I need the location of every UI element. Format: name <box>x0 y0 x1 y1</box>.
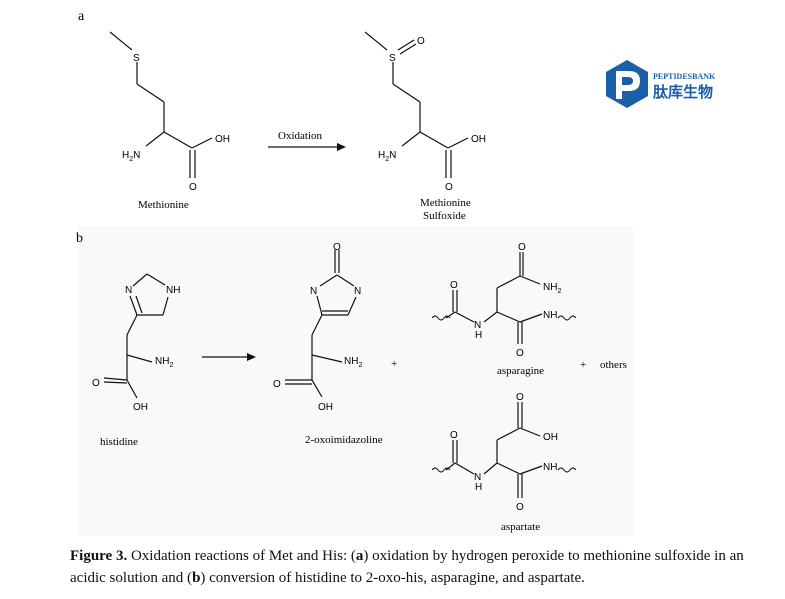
met-carbonyl-oxygen: O <box>189 182 197 193</box>
met-amine: H2N <box>122 150 140 163</box>
peptidesbank-logo: PEPTIDESBANK 肽库生物 <box>606 60 716 108</box>
logo-brand-text: PEPTIDESBANK <box>653 72 716 81</box>
asn-sidechain-nh2: NH2 <box>543 282 561 295</box>
panel-label-b: b <box>76 231 83 246</box>
asp-amide-h: H <box>475 482 482 493</box>
caption-text-3: ) conversion of histidine to 2-oxo-his, … <box>200 570 585 586</box>
metso-amine: H2N <box>378 150 396 163</box>
metso-sulfur-atom: S <box>389 53 396 64</box>
oxo-hydroxyl: OH <box>318 402 333 413</box>
asn-bottom-oxygen: O <box>516 348 524 359</box>
oxoimidazoline-structure: O N N NH2 O OH <box>273 242 362 413</box>
his-amine: NH2 <box>155 356 173 369</box>
oxo-acid-oxygen: O <box>273 379 281 390</box>
figure-caption: Figure 3. Oxidation reactions of Met and… <box>70 545 770 589</box>
met-sulfur-atom: S <box>133 53 140 64</box>
methionine-sulfoxide-label-1: Methionine <box>420 197 471 209</box>
plus-sign-2: + <box>580 359 586 371</box>
met-hydroxyl: OH <box>215 134 230 145</box>
his-hydroxyl: OH <box>133 402 148 413</box>
oxidation-arrow <box>268 143 346 151</box>
panel-b-background <box>78 226 633 536</box>
his-carbonyl-oxygen: O <box>92 378 100 389</box>
oxo-ring-n-right: N <box>354 286 361 297</box>
asp-nh: NH <box>543 462 557 473</box>
his-ring-n: N <box>125 285 132 296</box>
methionine-label: Methionine <box>138 199 189 211</box>
asparagine-structure: O N H O NH2 NH O <box>431 242 577 359</box>
methionine-sulfoxide-structure: S O OH H2N O <box>364 31 486 193</box>
methionine-sulfoxide-label-2: Sulfoxide <box>423 210 466 222</box>
asp-bottom-oxygen: O <box>516 502 524 513</box>
asn-sidechain-oxygen: O <box>518 242 526 253</box>
figure-3-diagram: a S OH H2N O Methionine Oxidation S <box>76 9 717 536</box>
caption-text-2: ) oxidation by hydrogen peroxide to meth… <box>70 548 744 586</box>
caption-text-1: Oxidation reactions of Met and His: ( <box>127 548 356 564</box>
oxo-carbonyl-oxygen: O <box>333 242 341 253</box>
plus-sign-1: + <box>391 358 397 370</box>
metso-carbonyl-oxygen: O <box>445 182 453 193</box>
histidine-label: histidine <box>100 436 138 448</box>
asp-amide-n: N <box>474 472 481 483</box>
aspartate-label: aspartate <box>501 521 540 533</box>
asn-amide-n: N <box>474 320 481 331</box>
metso-sulfoxide-oxygen: O <box>417 36 425 47</box>
caption-ref-a: a <box>355 548 364 564</box>
his-ring-nh: NH <box>166 285 180 296</box>
asn-nh: NH <box>543 310 557 321</box>
oxoimidazoline-label: 2-oxoimidazoline <box>305 434 383 446</box>
asn-amide-h: H <box>475 330 482 341</box>
conversion-arrow <box>202 353 256 361</box>
oxo-amine: NH2 <box>344 356 362 369</box>
asp-acid-oxygen: O <box>516 392 524 403</box>
histidine-structure: N NH NH2 O OH <box>92 273 180 413</box>
caption-ref-b: b <box>192 570 201 586</box>
caption-label: Figure 3. <box>70 548 128 564</box>
logo-brand-cn-text: 肽库生物 <box>653 83 713 101</box>
oxidation-label: Oxidation <box>278 130 322 142</box>
methionine-structure: S OH H2N O <box>109 31 230 193</box>
asparagine-label: asparagine <box>497 365 544 377</box>
asp-carbonyl-oxygen: O <box>450 430 458 441</box>
metso-hydroxyl: OH <box>471 134 486 145</box>
others-label: others <box>600 359 627 371</box>
asn-carbonyl-oxygen: O <box>450 280 458 291</box>
oxo-ring-n-left: N <box>310 286 317 297</box>
aspartate-structure: O N H O OH NH O <box>431 392 577 513</box>
panel-label-a: a <box>78 9 85 24</box>
logo-hexagon-icon <box>606 60 648 108</box>
asp-hydroxyl: OH <box>543 432 558 443</box>
